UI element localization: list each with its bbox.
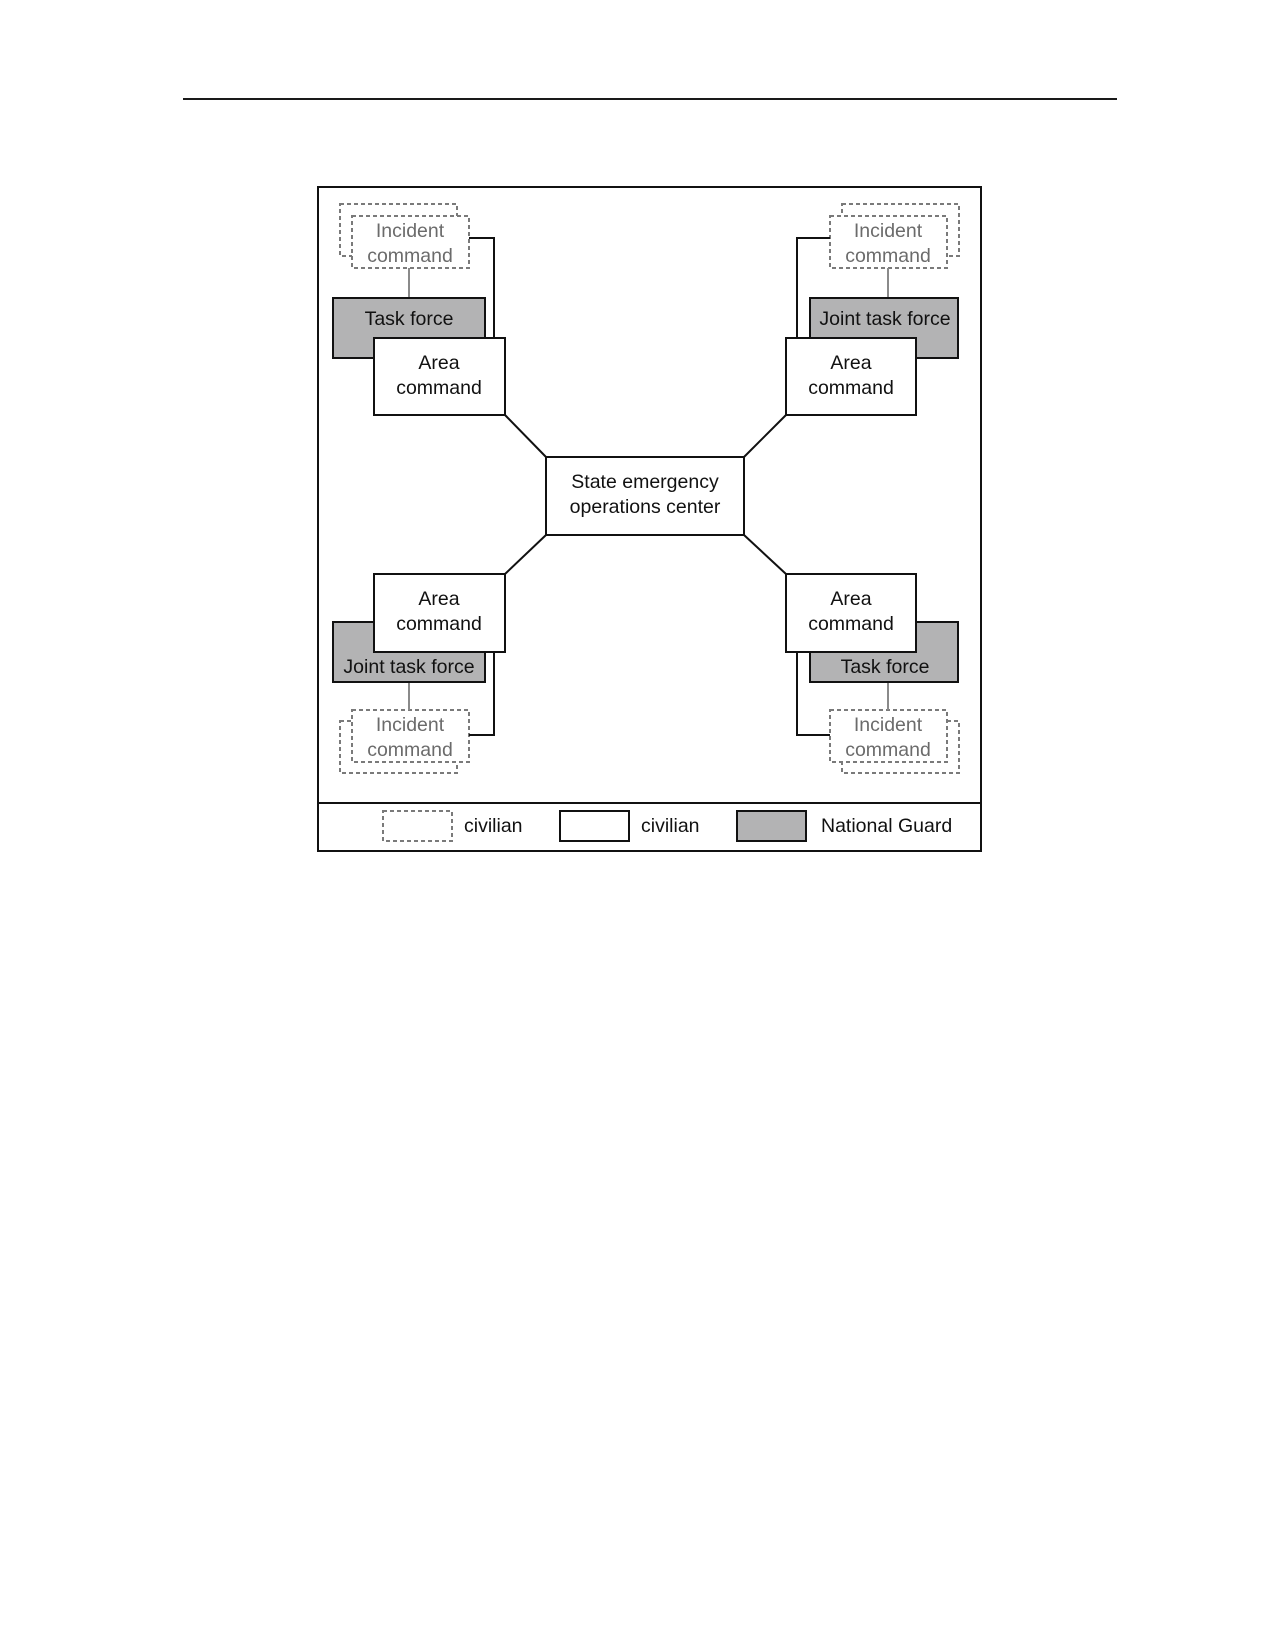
- legend: civilian civilian National Guard: [382, 810, 952, 842]
- connector-bottom-right: [743, 534, 787, 575]
- incident-to-area-line: [796, 237, 830, 338]
- legend-swatch-solid: [559, 810, 630, 842]
- connector-bottom-left: [504, 534, 547, 575]
- area-command-label-line2: command: [396, 613, 482, 635]
- state-eoc-label-line2: operations center: [570, 496, 721, 518]
- joint-task-force-label: Joint task force: [819, 308, 950, 330]
- area-command-box: [785, 337, 917, 416]
- area-command-label-line2: command: [808, 377, 894, 399]
- task-force-label: Task force: [365, 308, 454, 330]
- state-eoc-box: [545, 456, 745, 536]
- area-command-label-line2: command: [808, 613, 894, 635]
- header-rule: [183, 98, 1117, 100]
- incident-command-label-line1: Incident: [854, 220, 923, 242]
- task-force-label: Task force: [841, 656, 930, 678]
- eoc-connectors: [504, 414, 787, 575]
- incident-to-area-line: [796, 652, 830, 736]
- legend-label-solid: civilian: [641, 815, 700, 837]
- incident-to-area-line: [469, 237, 495, 338]
- diagram-frame: [317, 186, 982, 852]
- incident-to-area-line: [469, 652, 495, 736]
- connector-top-left: [504, 414, 547, 458]
- incident-command-label-line1: Incident: [376, 714, 445, 736]
- cluster-top-right: Incident command Joint task force Area c…: [785, 203, 960, 416]
- connector-top-right: [743, 414, 787, 458]
- incident-command-box: [351, 215, 470, 269]
- incident-command-label-line2: command: [845, 739, 931, 761]
- cluster-top-left: Incident command Task force Area command: [332, 203, 506, 416]
- incident-command-box: [829, 215, 948, 269]
- area-command-box: [373, 573, 506, 653]
- legend-swatch-dashed: [382, 810, 453, 842]
- incident-command-label-line2: command: [367, 739, 453, 761]
- area-command-label-line2: command: [396, 377, 482, 399]
- cluster-bottom-left: Incident command Joint task force Area c…: [332, 573, 506, 774]
- area-command-label-line1: Area: [418, 588, 459, 610]
- incident-command-label-line2: command: [845, 245, 931, 267]
- area-command-box: [785, 573, 917, 653]
- incident-command-label-line1: Incident: [854, 714, 923, 736]
- cluster-bottom-right: Incident command Task force Area command: [785, 573, 960, 774]
- legend-swatch-gray: [736, 810, 807, 842]
- area-command-label-line1: Area: [418, 352, 459, 374]
- incident-command-label-line1: Incident: [376, 220, 445, 242]
- joint-task-force-label: Joint task force: [343, 656, 474, 678]
- incident-command-box: [829, 709, 948, 763]
- legend-label-dashed: civilian: [464, 815, 523, 837]
- area-command-box: [373, 337, 506, 416]
- state-eoc: State emergency operations center: [545, 456, 745, 536]
- incident-command-label-line2: command: [367, 245, 453, 267]
- area-command-label-line1: Area: [830, 352, 871, 374]
- area-command-label-line1: Area: [830, 588, 871, 610]
- legend-label-gray: National Guard: [821, 815, 952, 837]
- state-eoc-label-line1: State emergency: [571, 471, 719, 493]
